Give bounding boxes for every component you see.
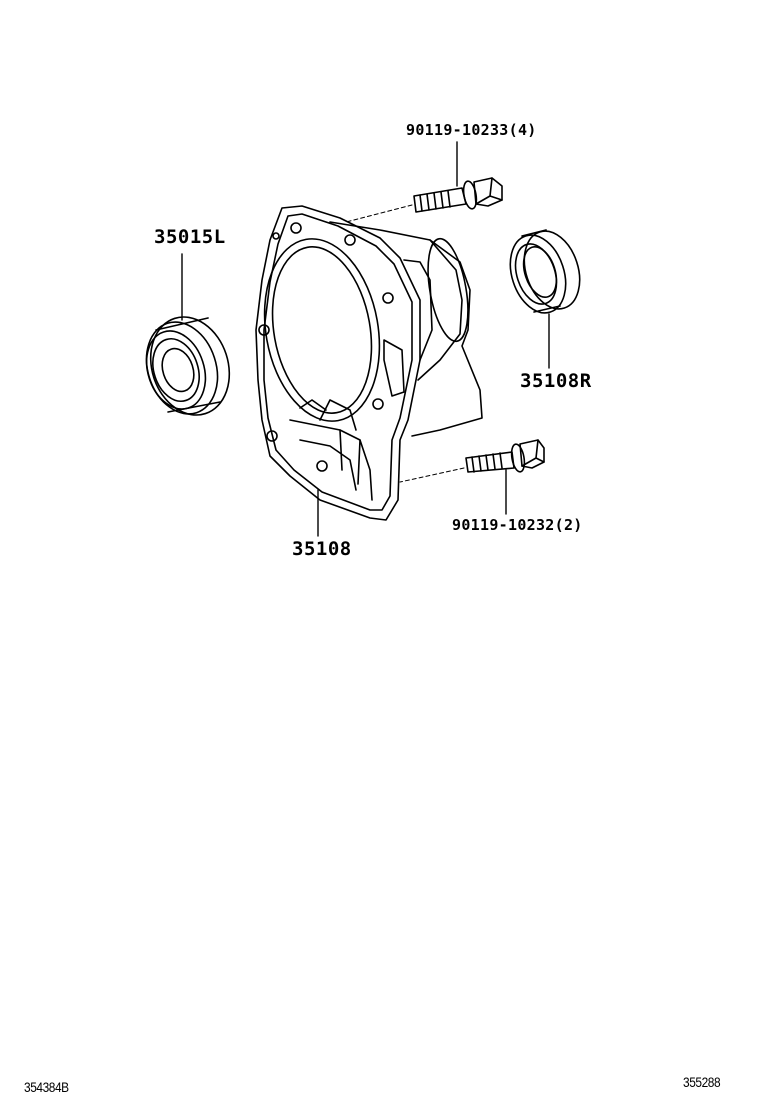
bearing-icon (145, 316, 231, 416)
upper-bolt-label: 90119-10233(4) (406, 121, 537, 139)
housing-icon (255, 205, 483, 521)
housing-label: 35108 (292, 538, 352, 560)
footer-left-code: 354384B (24, 1079, 69, 1095)
oil-seal-icon (509, 229, 581, 314)
oil-seal-label: 35108R (520, 370, 592, 392)
upper-bolt-icon (345, 177, 503, 223)
lower-bolt-icon (399, 439, 545, 483)
lower-bolt-label: 90119-10232(2) (452, 516, 583, 534)
bearing-label: 35015L (154, 226, 226, 248)
footer-right-code: 355288 (683, 1074, 721, 1090)
